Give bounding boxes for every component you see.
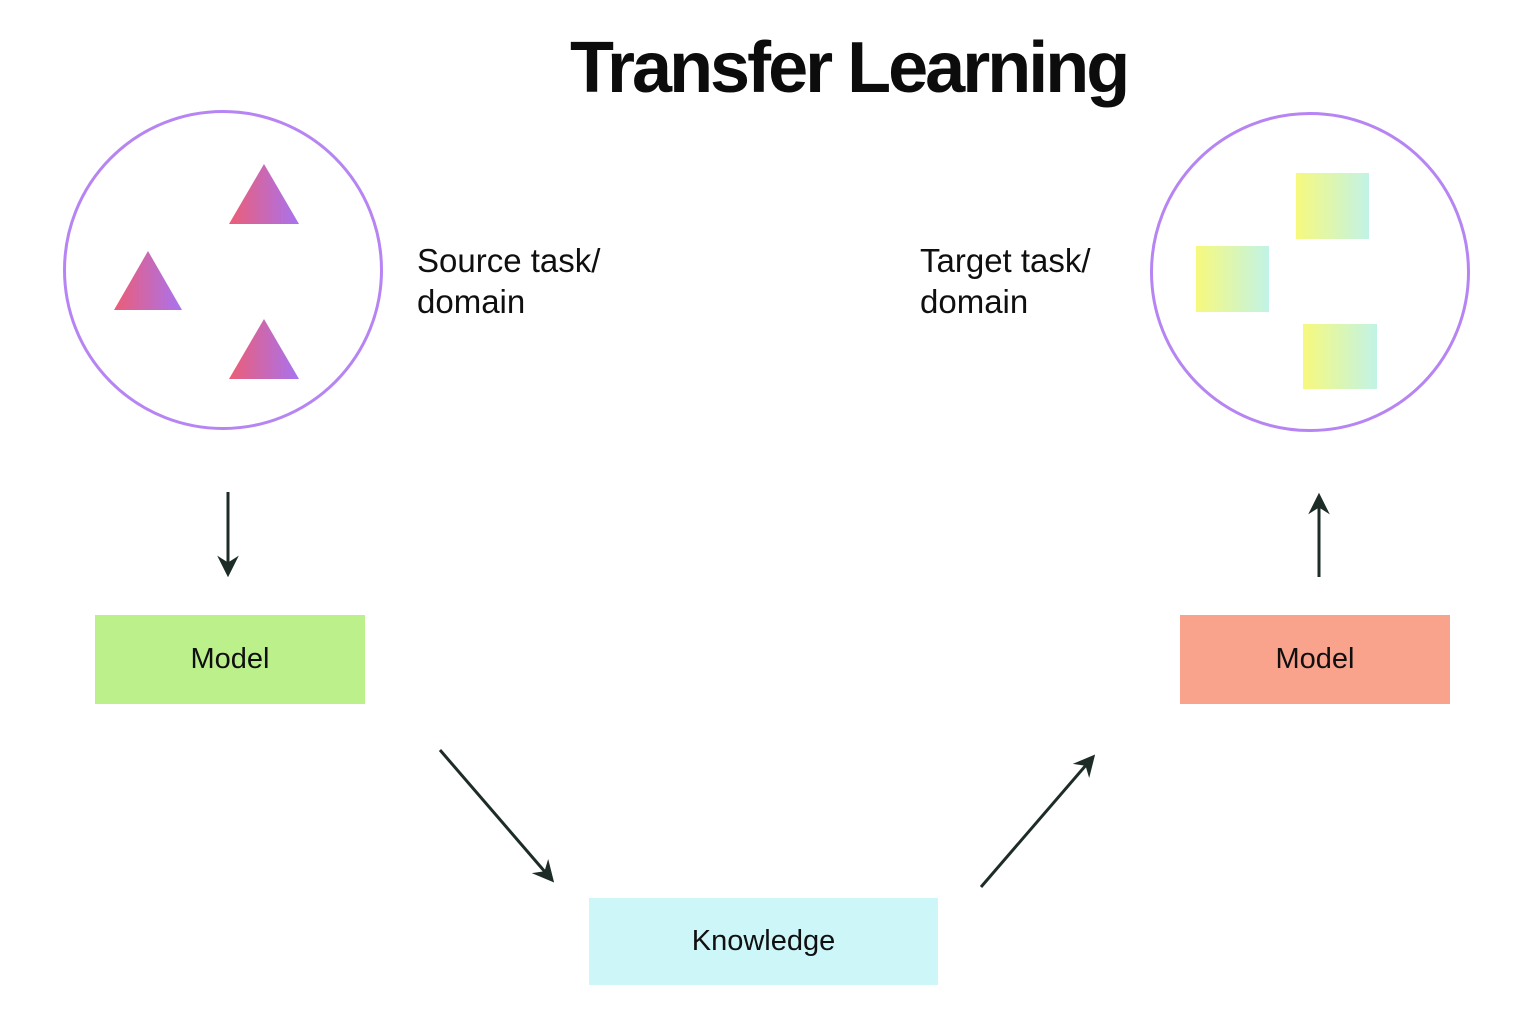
square-shape bbox=[1296, 173, 1369, 239]
target-domain-label-line2: domain bbox=[920, 283, 1029, 320]
source-domain-circle bbox=[63, 110, 383, 430]
arrow-model-to-knowledge bbox=[438, 749, 555, 883]
target-domain-label-line1: Target task/ bbox=[920, 242, 1091, 279]
source-domain-label-line2: domain bbox=[417, 283, 526, 320]
square-shape bbox=[1303, 324, 1377, 389]
triangle-shape bbox=[229, 164, 299, 224]
square-shape bbox=[1196, 246, 1269, 312]
arrow-knowledge-to-model bbox=[979, 754, 1096, 888]
target-model-box: Model bbox=[1180, 615, 1450, 704]
source-model-box: Model bbox=[95, 615, 365, 704]
page-title: Transfer Learning bbox=[570, 28, 1130, 108]
knowledge-box: Knowledge bbox=[589, 898, 938, 985]
target-domain-circle bbox=[1150, 112, 1470, 432]
target-domain-label: Target task/ domain bbox=[920, 240, 1091, 322]
source-domain-label-line1: Source task/ bbox=[417, 242, 601, 279]
triangle-shape bbox=[229, 319, 299, 379]
triangle-shape bbox=[114, 251, 182, 310]
source-domain-label: Source task/ domain bbox=[417, 240, 600, 322]
